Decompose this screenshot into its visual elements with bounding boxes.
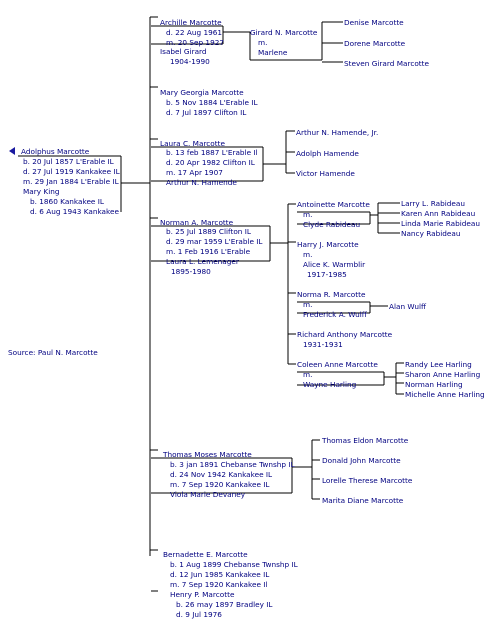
root-spouse-death: d. 6 Aug 1943 Kankakee: [30, 207, 119, 216]
child-thomas-eldon[interactable]: Thomas Eldon Marcotte: [322, 436, 409, 445]
norma-name[interactable]: Norma R. Marcotte: [297, 290, 366, 299]
root-spouse: Mary King: [23, 187, 60, 196]
grandchild-michelle[interactable]: Michelle Anne Harling: [405, 390, 485, 399]
bernadette-spouse-birth: b. 26 may 1897 Bradley IL: [176, 600, 273, 609]
grandchild-karen[interactable]: Karen Ann Rabideau: [401, 209, 476, 218]
norma-marriage: m.: [303, 300, 313, 309]
root-death: d. 27 Jul 1919 Kankakee IL: [23, 167, 120, 176]
bernadette-spouse-death: d. 9 Jul 1976: [176, 610, 222, 619]
norman-name[interactable]: Norman A. Marcotte: [160, 218, 234, 227]
coleen-marriage: m.: [303, 370, 313, 379]
grandchild-norman[interactable]: Norman Harling: [405, 380, 463, 389]
girard-spouse: Marlene: [258, 48, 288, 57]
bernadette-name[interactable]: Bernadette E. Marcotte: [163, 550, 248, 559]
girard-marriage: m.: [258, 38, 268, 47]
grandchild-dorene[interactable]: Dorene Marcotte: [344, 39, 406, 48]
source-note: Source: Paul N. Marcotte: [8, 348, 98, 357]
grandchild-larry[interactable]: Larry L. Rabideau: [401, 199, 466, 208]
coleen-name[interactable]: Coleen Anne Marcotte: [297, 360, 378, 369]
norman-spouse-years: 1895-1980: [171, 267, 211, 276]
root-name[interactable]: Adolphus Marcotte: [21, 147, 90, 156]
grandchild-randy[interactable]: Randy Lee Harling: [405, 360, 472, 369]
laura-death: d. 20 Apr 1982 Clifton IL: [166, 158, 255, 167]
thomas-name[interactable]: Thomas Moses Marcotte: [163, 450, 252, 459]
girard-name[interactable]: Girard N. Marcotte: [250, 28, 318, 37]
grandchild-denise[interactable]: Denise Marcotte: [344, 18, 404, 27]
laura-name[interactable]: Laura C. Marcotte: [160, 139, 225, 148]
laura-birth: b. 13 feb 1887 L'Erable Il: [166, 148, 258, 157]
child-victor[interactable]: Victor Hamende: [296, 169, 355, 178]
harry-spouse-years: 1917-1985: [307, 270, 347, 279]
coleen-spouse: Wayne Harling: [303, 380, 357, 389]
norman-birth: b. 25 Jul 1889 Clifton IL: [166, 227, 251, 236]
grandchild-nancy[interactable]: Nancy Rabideau: [401, 229, 461, 238]
child-marita[interactable]: Marita Diane Marcotte: [322, 496, 404, 505]
back-arrow-icon[interactable]: [9, 147, 15, 155]
thomas-marriage: m. 7 Sep 1920 Kankakee IL: [170, 480, 270, 489]
grandchild-linda[interactable]: Linda Marie Rabideau: [401, 219, 481, 228]
thomas-death: d. 24 Nov 1942 Kankakee IL: [170, 470, 273, 479]
richard-name[interactable]: Richard Anthony Marcotte: [297, 330, 393, 339]
mary-death: d. 7 Jul 1897 Clifton IL: [166, 108, 247, 117]
harry-name[interactable]: Harry J. Marcotte: [297, 240, 359, 249]
child-donald[interactable]: Donald John Marcotte: [322, 456, 401, 465]
root-birth: b. 20 Jul 1857 L'Erable IL: [23, 157, 114, 166]
root-spouse-birth: b. 1860 Kankakee IL: [30, 197, 104, 206]
archille-name[interactable]: Archille Marcotte: [160, 18, 222, 27]
bernadette-marriage: m. 7 Sep 1920 Kankakee Il: [170, 580, 268, 589]
grandchild-alan[interactable]: Alan Wulff: [389, 302, 427, 311]
antoinette-name[interactable]: Antoinette Marcotte: [297, 200, 370, 209]
mary-birth: b. 5 Nov 1884 L'Erable IL: [166, 98, 258, 107]
archille-marriage: m. 20 Sep 1927: [166, 38, 224, 47]
child-adolph[interactable]: Adolph Hamende: [296, 149, 359, 158]
mary-name[interactable]: Mary Georgia Marcotte: [160, 88, 244, 97]
richard-years: 1931-1931: [303, 340, 343, 349]
child-lorelle[interactable]: Lorelle Therese Marcotte: [322, 476, 413, 485]
harry-spouse: Alice K. Warmblir: [303, 260, 366, 269]
bernadette-spouse: Henry P. Marcotte: [170, 590, 235, 599]
root-marriage: m. 29 Jan 1884 L'Erable IL: [23, 177, 119, 186]
norman-spouse: Laura L. Lemenager: [166, 257, 239, 266]
harry-marriage: m.: [303, 250, 313, 259]
thomas-birth: b. 3 jan 1891 Chebanse Twnshp IL: [170, 460, 295, 469]
antoinette-spouse: Clyde Rabideau: [303, 220, 361, 229]
archille-death: d. 22 Aug 1961: [166, 28, 223, 37]
grandchild-sharon[interactable]: Sharon Anne Harling: [405, 370, 481, 379]
thomas-spouse: Viola Marie Devaney: [170, 490, 246, 499]
laura-marriage: m. 17 Apr 1907: [166, 168, 223, 177]
laura-spouse: Arthur N. Hamende: [166, 178, 237, 187]
grandchild-steven[interactable]: Steven Girard Marcotte: [344, 59, 430, 68]
norma-spouse: Frederick A. Wulff: [303, 310, 367, 319]
archille-spouse: Isabel Girard: [160, 47, 207, 56]
child-arthur-jr[interactable]: Arthur N. Hamende, Jr.: [296, 128, 379, 137]
archille-spouse-years: 1904-1990: [170, 57, 210, 66]
norman-marriage: m. 1 Feb 1916 L'Erable: [166, 247, 251, 256]
bernadette-death: d. 12 Jun 1985 Kankakee IL: [170, 570, 270, 579]
antoinette-marriage: m.: [303, 210, 313, 219]
bernadette-birth: b. 1 Aug 1899 Chebanse Twnshp IL: [170, 560, 298, 569]
norman-death: d. 29 mar 1959 L'Erable IL: [166, 237, 263, 246]
